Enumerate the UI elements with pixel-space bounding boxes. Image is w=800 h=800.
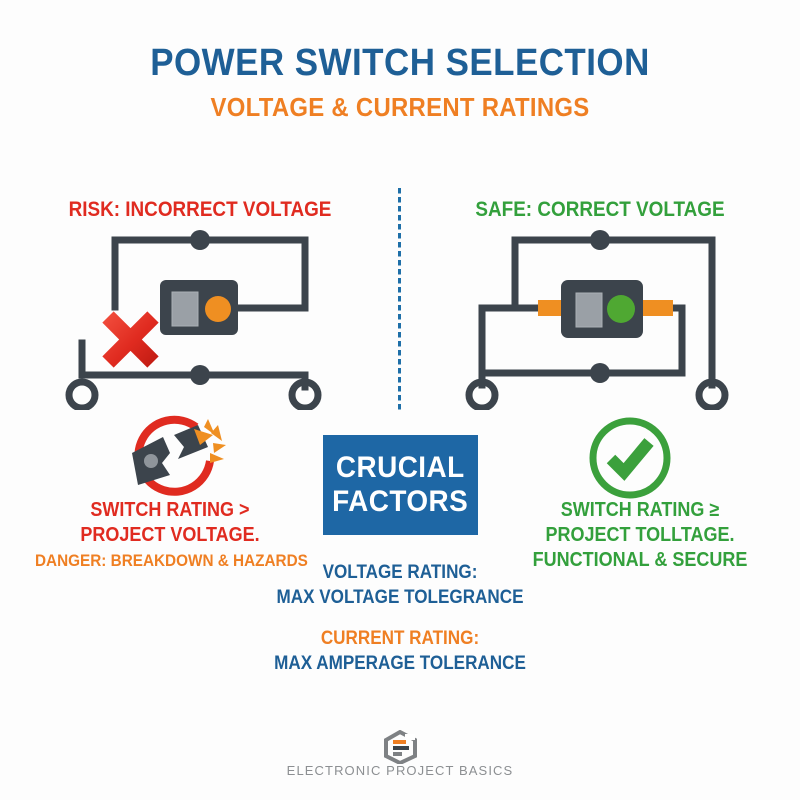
- spark-ray-icon: [204, 419, 215, 435]
- logo-bar-dark-icon: [393, 746, 409, 750]
- circuit-junction-icon: [590, 230, 610, 250]
- logo-bar-gray-icon: [393, 752, 402, 756]
- circuit-terminal-icon: [288, 378, 322, 410]
- risk-panel-heading: RISK: INCORRECT VOLTAGE: [68, 198, 332, 221]
- safe-caption-line-2: PROJECT TOLLTAGE.: [545, 524, 735, 546]
- crucial-factors-line-2: FACTORS: [332, 485, 469, 518]
- current-rating-title: CURRENT RATING:: [320, 628, 480, 649]
- hexagon-epb-logo-icon: [384, 730, 417, 764]
- circuit-junction-icon: [190, 365, 210, 385]
- spark-ray-icon: [211, 425, 222, 441]
- risk-caption-line-2: PROJECT VOLTAGE.: [80, 524, 260, 546]
- safe-caption-line-1: SWITCH RATING ≥: [560, 499, 720, 521]
- voltage-rating-title: VOLTAGE RATING:: [322, 562, 478, 583]
- voltage-rating-subtitle: MAX VOLTAGE TOLEGRANCE: [276, 587, 524, 608]
- circuit-junction-icon: [190, 230, 210, 250]
- spark-ray-icon: [194, 429, 213, 445]
- circuit-terminal-icon: [65, 378, 99, 410]
- switch-shard-indicator-icon: [144, 454, 158, 468]
- orange-wire-lead-icon: [643, 300, 673, 316]
- spark-ray-icon: [210, 453, 224, 463]
- crucial-factors-box: CRUCIAL FACTORS: [323, 435, 478, 535]
- switch-right-lead-wire: [646, 304, 686, 377]
- red-x-icon: [102, 311, 159, 368]
- safe-panel-heading: SAFE: CORRECT VOLTAGE: [475, 198, 725, 221]
- orange-wire-lead-icon: [538, 300, 568, 316]
- risk-caption-line-3: DANGER: BREAKDOWN & HAZARDS: [35, 551, 308, 570]
- green-check-circle-icon: [589, 417, 671, 499]
- vertical-dotted-divider: [398, 188, 401, 410]
- safe-caption-block: SWITCH RATING ≥ PROJECT TOLLTAGE. FUNCTI…: [490, 498, 790, 573]
- page-subtitle: VOLTAGE & CURRENT RATINGS: [210, 92, 590, 122]
- spark-ray-icon: [213, 443, 226, 453]
- crucial-factors-details: VOLTAGE RATING: MAX VOLTAGE TOLEGRANCE C…: [250, 560, 550, 677]
- footer-brand-name: ELECTRONIC PROJECT BASICS: [286, 763, 514, 778]
- circuit-junction-icon: [590, 363, 610, 383]
- logo-bar-orange-icon: [393, 740, 406, 744]
- circuit-terminal-icon: [465, 378, 499, 410]
- page-title: POWER SWITCH SELECTION: [150, 42, 650, 84]
- broken-switch-icon: [132, 415, 226, 496]
- logo-notch-icon: [405, 734, 415, 740]
- orange-indicator-icon: [205, 296, 231, 322]
- current-rating-subtitle: MAX AMPERAGE TOLERANCE: [274, 653, 526, 674]
- risk-caption-block: SWITCH RATING > PROJECT VOLTAGE. DANGER:…: [20, 498, 320, 574]
- correct-voltage-circuit-diagram: [465, 230, 729, 410]
- switch-window-icon: [575, 292, 603, 328]
- factors-spacer: [250, 611, 550, 626]
- crucial-factors-line-1: CRUCIAL: [336, 451, 465, 484]
- switch-window-icon: [171, 291, 199, 327]
- circuit-terminal-icon: [695, 378, 729, 410]
- green-indicator-icon: [607, 295, 635, 323]
- incorrect-voltage-circuit-diagram: [65, 230, 322, 410]
- risk-caption-line-1: SWITCH RATING >: [90, 499, 250, 521]
- safe-caption-line-3: FUNCTIONAL & SECURE: [532, 549, 748, 571]
- checkmark-icon: [606, 438, 654, 481]
- check-circle-outline-icon: [589, 417, 671, 499]
